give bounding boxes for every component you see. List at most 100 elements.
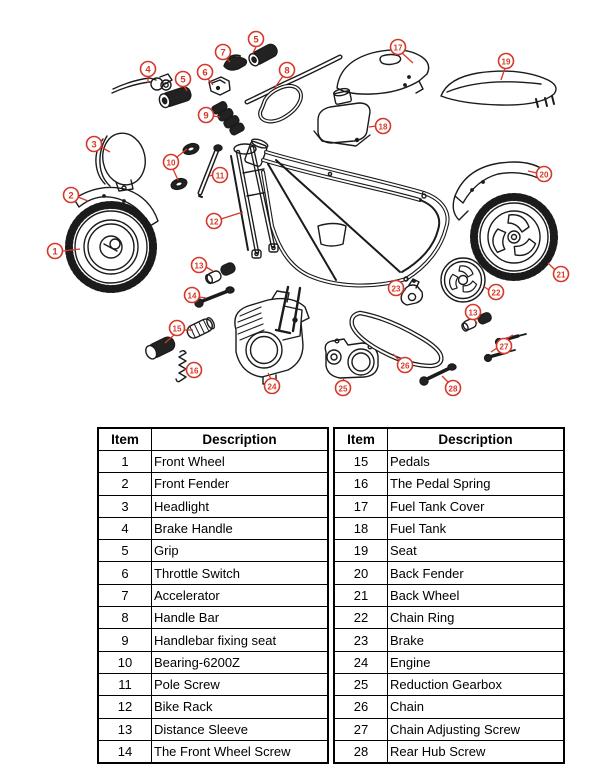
callout-circle-22	[487, 283, 505, 301]
pedals-drawing	[145, 317, 216, 360]
callout-circle-23	[387, 279, 405, 297]
callout-circle-13	[464, 303, 482, 321]
callout-circle-15	[168, 319, 186, 337]
callout-circle-16	[185, 361, 203, 379]
callout-number-16: 16	[190, 366, 199, 375]
callout-number-27: 27	[500, 342, 509, 351]
column-header-description: Description	[151, 427, 329, 451]
callout-layer: 1234556789101112131415161718192021222313…	[46, 30, 570, 397]
description-cell: Reduction Gearbox	[387, 672, 565, 697]
description-cell: Fuel Tank Cover	[387, 494, 565, 518]
column-header-item: Item	[97, 427, 152, 451]
callout-circle-25	[334, 379, 352, 397]
item-number-cell: 6	[97, 561, 152, 585]
item-number-cell: 11	[97, 672, 152, 697]
brake-handle-drawing	[111, 73, 173, 94]
callout-circle-21	[552, 265, 570, 283]
callout-number-3: 3	[91, 139, 96, 150]
item-number-cell: 4	[97, 516, 152, 541]
callout-leader-line	[490, 347, 498, 353]
throttle-switch-drawing	[208, 76, 231, 96]
callout-circle-2	[62, 186, 80, 204]
callout-circle-5	[174, 70, 192, 88]
callout-circle-27	[495, 337, 513, 355]
callout-circle-14	[183, 286, 201, 304]
distance-sleeve-drawing	[204, 262, 236, 285]
pedal-spring-drawing	[175, 350, 187, 383]
callout-circle-19	[497, 52, 515, 70]
seat-drawing	[440, 70, 557, 108]
description-cell: Front Fender	[151, 472, 329, 496]
back-wheel-drawing	[470, 193, 558, 281]
callout-leader-line	[176, 148, 188, 158]
description-cell: The Front Wheel Screw	[151, 739, 329, 764]
callout-number-10: 10	[167, 158, 176, 167]
item-number-cell: 22	[333, 606, 388, 630]
item-number-cell: 9	[97, 628, 152, 652]
description-cell: Grip	[151, 539, 329, 563]
callout-leader-line	[441, 375, 449, 383]
callout-circle-9	[197, 106, 215, 124]
description-cell: Throttle Switch	[151, 561, 329, 585]
callout-leader-line	[205, 266, 214, 272]
callout-number-14: 14	[188, 291, 197, 300]
callout-circle-28	[444, 379, 462, 397]
callout-number-24: 24	[268, 382, 277, 391]
callout-leader-line	[100, 146, 111, 153]
callout-number-25: 25	[339, 384, 348, 393]
item-number-cell: 3	[97, 494, 152, 518]
grip-2-drawing	[248, 43, 278, 67]
item-number-cell: 13	[97, 717, 152, 741]
callout-circle-1	[46, 242, 64, 260]
callout-number-13: 13	[469, 308, 478, 317]
brake-drawing	[400, 278, 424, 306]
description-cell: Handlebar fixing seat	[151, 628, 329, 652]
callout-leader-line	[220, 211, 244, 220]
callout-circle-7	[214, 43, 232, 61]
item-number-cell: 27	[333, 717, 388, 741]
item-number-cell: 26	[333, 695, 388, 719]
callout-number-6: 6	[202, 67, 207, 78]
callout-number-2: 2	[68, 190, 73, 201]
description-cell: The Pedal Spring	[387, 472, 565, 496]
back-fender-drawing	[452, 161, 546, 221]
callout-number-11: 11	[216, 171, 225, 180]
fuel-tank-cover-drawing	[336, 49, 430, 95]
callout-number-13: 13	[195, 261, 204, 270]
callout-circle-26	[396, 356, 414, 374]
item-number-cell: 5	[97, 539, 152, 563]
callout-leader-line	[164, 334, 175, 344]
callout-leader-line	[527, 170, 538, 174]
callout-circle-24	[263, 377, 281, 395]
description-cell: Front Wheel	[151, 449, 329, 474]
description-cell: Fuel Tank	[387, 516, 565, 541]
handlebar-fixing-seat-drawing	[211, 101, 245, 136]
item-number-cell: 18	[333, 516, 388, 541]
front-wheel-drawing	[65, 201, 157, 293]
callout-number-8: 8	[284, 65, 289, 76]
callout-circle-6	[196, 63, 214, 81]
item-number-cell: 16	[333, 472, 388, 496]
description-cell: Pedals	[387, 449, 565, 474]
description-cell: Distance Sleeve	[151, 717, 329, 741]
description-cell: Handle Bar	[151, 606, 329, 630]
callout-number-9: 9	[203, 110, 208, 121]
item-number-cell: 8	[97, 606, 152, 630]
callout-leader-line	[207, 78, 214, 86]
